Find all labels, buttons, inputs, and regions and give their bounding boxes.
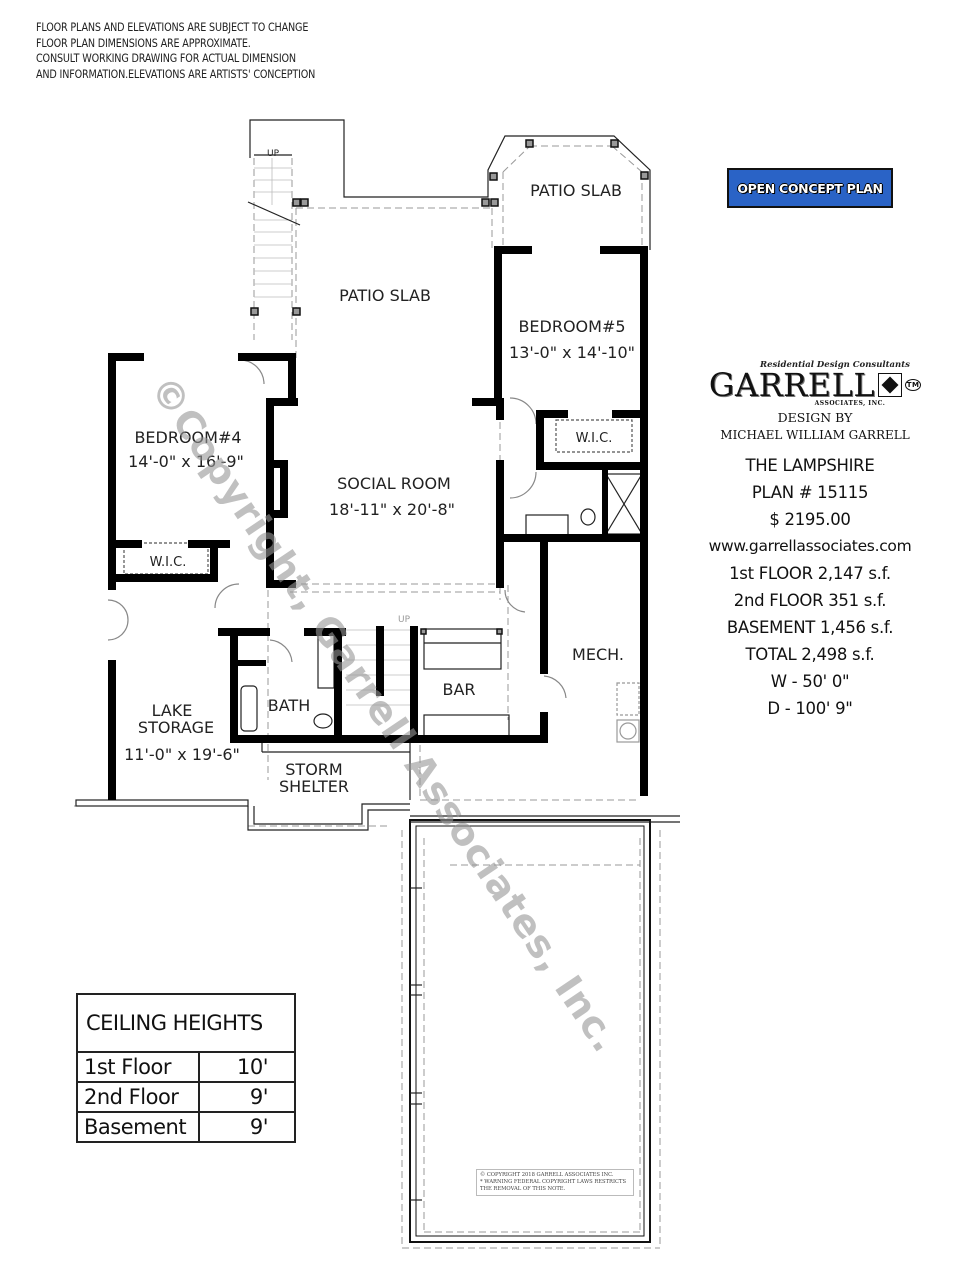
disclaimer-line: FLOOR PLANS AND ELEVATIONS ARE SUBJECT T… xyxy=(36,21,309,34)
room-patio-slab: PATIO SLAB xyxy=(339,286,431,305)
website-link[interactable]: www.garrellassociates.com xyxy=(708,537,912,555)
room-bedroom4-dims: 14'-0" x 16'-9" xyxy=(128,452,244,471)
plan-number: PLAN # 15115 xyxy=(751,483,869,502)
room-lake-storage-line1: LAKE xyxy=(152,701,193,720)
ceiling-height-value: 9' xyxy=(198,1111,296,1143)
open-concept-plan-button[interactable]: OPEN CONCEPT PLAN xyxy=(727,168,893,208)
room-lake-storage-line2: STORAGE xyxy=(138,718,214,737)
room-patio-slab-upper: PATIO SLAB xyxy=(530,181,622,200)
logo-brand: GARRELL TM xyxy=(708,366,922,404)
floor-label: Basement xyxy=(76,1111,200,1143)
copyright-line: * WARNING FEDERAL COPYRIGHT LAWS RESTRIC… xyxy=(480,1179,626,1185)
ceiling-heights-title: CEILING HEIGHTS xyxy=(76,993,296,1053)
copyright-line: THE REMOVAL OF THIS NOTE. xyxy=(480,1186,566,1192)
room-bedroom5-dims: 13'-0" x 14'-10" xyxy=(509,343,635,362)
ceiling-height-value: 9' xyxy=(198,1081,296,1113)
ceiling-heights-table: CEILING HEIGHTS 1st Floor 10' 2nd Floor … xyxy=(76,993,296,1143)
room-bedroom5: BEDROOM#5 xyxy=(518,317,625,336)
total-area: TOTAL 2,498 s.f. xyxy=(745,645,875,664)
basement-area: BASEMENT 1,456 s.f. xyxy=(726,618,894,637)
room-social-dims: 18'-11" x 20'-8" xyxy=(329,500,455,519)
logo-brand-text: GARRELL xyxy=(708,366,876,404)
copyright-line: © COPYRIGHT 2018 GARRELL ASSOCIATES INC. xyxy=(480,1172,614,1178)
room-bar: BAR xyxy=(442,680,475,699)
table-row: 1st Floor 10' xyxy=(76,1051,296,1083)
disclaimer-line: CONSULT WORKING DRAWING FOR ACTUAL DIMEN… xyxy=(36,52,296,65)
inner-stair-up-label: UP xyxy=(398,615,411,625)
trademark-icon: TM xyxy=(905,379,922,391)
room-mech: MECH. xyxy=(572,645,624,664)
designer-name: MICHAEL WILLIAM GARRELL xyxy=(720,428,910,442)
diamond-icon xyxy=(878,373,903,397)
floor-label: 1st Floor xyxy=(76,1051,200,1083)
room-bath: BATH xyxy=(268,696,310,715)
room-storm-shelter-line1: STORM xyxy=(285,760,342,779)
plan-width: W - 50' 0" xyxy=(770,672,850,691)
plan-depth: D - 100' 9" xyxy=(767,699,853,718)
logo-subtitle: ASSOCIATES, INC. xyxy=(814,400,886,407)
floor-label: 2nd Floor xyxy=(76,1081,200,1113)
disclaimer-note: FLOOR PLANS AND ELEVATIONS ARE SUBJECT T… xyxy=(36,20,315,82)
table-row: 2nd Floor 9' xyxy=(76,1081,296,1113)
copyright-note: © COPYRIGHT 2018 GARRELL ASSOCIATES INC.… xyxy=(476,1169,634,1196)
plan-info-panel: THE LAMPSHIRE PLAN # 15115 $ 2195.00 www… xyxy=(690,452,930,722)
first-floor-area: 1st FLOOR 2,147 s.f. xyxy=(729,564,891,583)
room-storm-shelter-line2: SHELTER xyxy=(279,777,349,796)
room-social: SOCIAL ROOM xyxy=(337,474,451,493)
plan-name: THE LAMPSHIRE xyxy=(745,456,875,475)
stair-up-label: UP xyxy=(267,149,280,159)
room-wic5: W.I.C. xyxy=(576,431,613,446)
disclaimer-line: AND INFORMATION.ELEVATIONS ARE ARTISTS' … xyxy=(36,67,316,81)
ceiling-height-value: 10' xyxy=(198,1051,296,1083)
room-bedroom4: BEDROOM#4 xyxy=(134,428,241,447)
design-by-label: DESIGN BY xyxy=(777,410,853,425)
disclaimer-line: FLOOR PLAN DIMENSIONS ARE APPROXIMATE. xyxy=(36,36,251,50)
room-wic4: W.I.C. xyxy=(150,555,187,570)
second-floor-area: 2nd FLOOR 351 s.f. xyxy=(733,591,887,610)
logo-tagline: Residential Design Consultants xyxy=(760,360,910,370)
garrell-logo: Residential Design Consultants GARRELL T… xyxy=(700,360,930,442)
table-row: Basement 9' xyxy=(76,1111,296,1143)
plan-price: $ 2195.00 xyxy=(769,510,851,529)
room-lake-storage-dims: 11'-0" x 19'-6" xyxy=(124,745,240,764)
